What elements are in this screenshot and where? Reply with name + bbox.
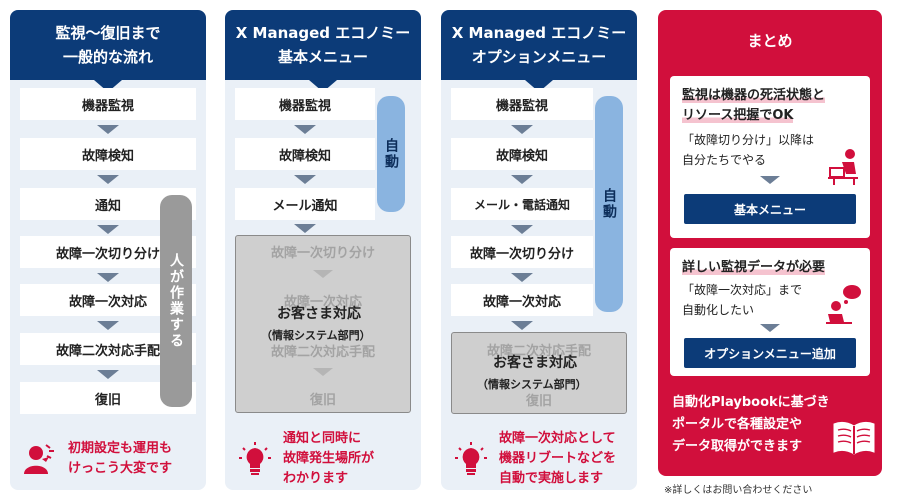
column-title-line1: X Managed エコノミー — [235, 24, 411, 42]
flow-arrow-icon — [511, 175, 533, 184]
lightbulb-icon — [455, 442, 487, 475]
summary-title: まとめ — [747, 31, 793, 50]
ghost-step: 故障一次切り分け — [270, 246, 375, 261]
footer-line: ポータルで各種設定や — [672, 417, 803, 432]
customer-department-label: （情報システム部門） — [477, 378, 587, 391]
card-subtext: 「故障一次対応」まで 自動化したい — [682, 280, 802, 320]
note-line: 自動で実施します — [499, 471, 604, 486]
footer-line: データ取得ができます — [672, 439, 803, 454]
automated-bar: 自動 — [377, 96, 405, 212]
step-email-phone-notification: メール・電話通知 — [451, 188, 593, 220]
flow-arrow-icon — [97, 273, 119, 282]
flow-arrow-icon — [511, 273, 533, 282]
person-at-desk-icon — [828, 149, 858, 185]
summary-footer-text: 自動化Playbookに基づき ポータルで各種設定や データ取得ができます — [672, 392, 830, 458]
step-monitoring: 機器監視 — [20, 88, 196, 120]
step-first-response: 故障一次対応 — [451, 284, 593, 316]
column-title-line2: 一般的な流れ — [62, 48, 153, 66]
customer-response-label: お客さま対応 — [277, 306, 361, 322]
step-isolation: 故障一次切り分け — [451, 236, 593, 268]
customer-response-label: お客さま対応 — [493, 355, 577, 371]
flow-arrow-icon — [97, 370, 119, 379]
footer-line: 自動化Playbookに基づき — [672, 395, 830, 410]
ghost-step: 故障二次対応手配 — [486, 344, 591, 359]
column-header: X Managed エコノミー オプションメニュー — [441, 10, 637, 92]
flow-arrow-icon — [511, 321, 533, 330]
flow-arrow-icon — [97, 225, 119, 234]
add-option-menu-button[interactable]: オプションメニュー追加 — [684, 338, 856, 368]
ghost-step: 故障二次対応手配 — [270, 345, 375, 360]
lightbulb-icon — [239, 442, 271, 475]
note-line: 通知と同時に — [283, 431, 362, 446]
column-option-menu: X Managed エコノミー オプションメニュー 機器監視 故障検知 メール・… — [441, 10, 637, 490]
person-thinking-icon — [826, 285, 861, 324]
note-line: 初期設定も運用も — [68, 441, 173, 456]
step-detection: 故障検知 — [235, 138, 375, 170]
flow-arrow-icon — [511, 225, 533, 234]
card-sub-line: 自分たちでやる — [682, 153, 767, 167]
step-monitoring: 機器監視 — [451, 88, 593, 120]
ghost-arrow-icon — [313, 368, 333, 376]
note-line: 故障発生場所が — [283, 451, 375, 466]
column-summary: まとめ 監視は機器の死活状態と リソース把握でOK 「故障切り分け」以降は 自分… — [658, 10, 882, 476]
step-email-notification: メール通知 — [235, 188, 375, 220]
column-note: 初期設定も運用も けっこう大変です — [10, 428, 206, 490]
ghost-step: 復旧 — [525, 394, 552, 409]
customer-handled-box — [235, 235, 411, 413]
column-basic-menu: X Managed エコノミー 基本メニュー 機器監視 故障検知 メール通知 自… — [225, 10, 421, 490]
note-line: わかります — [283, 471, 349, 486]
customer-handled-box — [451, 332, 627, 414]
summary-card-option: 詳しい監視データが必要 「故障一次対応」まで 自動化したい オプションメニュー追… — [670, 248, 870, 376]
flow-arrow-icon — [760, 176, 780, 184]
ghost-arrow-icon — [313, 270, 333, 278]
footnote: ※詳しくはお問い合わせください — [664, 485, 813, 496]
flow-arrow-icon — [760, 324, 780, 332]
ghost-step: 故障一次対応 — [283, 295, 362, 310]
note-line: 機器リブートなどを — [499, 451, 617, 466]
card-title-line: 監視は機器の死活状態と — [682, 88, 826, 103]
note-line: けっこう大変です — [68, 461, 173, 476]
step-detection: 故障検知 — [451, 138, 593, 170]
human-work-bar: 人が作業する — [160, 195, 192, 407]
card-sub-line: 「故障切り分け」以降は — [682, 133, 815, 147]
column-note: 故障一次対応として 機器リブートなどを 自動で実施します — [441, 428, 637, 490]
note-line: 故障一次対応として — [499, 431, 616, 446]
step-detection: 故障検知 — [20, 138, 196, 170]
flow-arrow-icon — [511, 125, 533, 134]
flow-arrow-icon — [294, 224, 316, 233]
stressed-person-icon — [24, 444, 54, 474]
ghost-step: 復旧 — [309, 393, 336, 408]
column-note: 通知と同時に 故障発生場所が わかります — [225, 428, 421, 490]
column-header: X Managed エコノミー 基本メニュー — [225, 10, 421, 92]
flow-arrow-icon — [97, 125, 119, 134]
card-title-line: 詳しい監視データが必要 — [682, 260, 826, 275]
card-title: 詳しい監視データが必要 — [682, 258, 826, 278]
column-title-line2: オプションメニュー — [471, 48, 607, 66]
step-monitoring: 機器監視 — [235, 88, 375, 120]
column-general-flow: 監視〜復旧まで 一般的な流れ 機器監視 故障検知 通知 故障一次切り分け 故障一… — [10, 10, 206, 490]
card-title-line: リソース把握でOK — [682, 108, 794, 123]
basic-menu-button[interactable]: 基本メニュー — [684, 194, 856, 224]
flow-arrow-icon — [294, 175, 316, 184]
flow-arrow-icon — [294, 125, 316, 134]
column-title-line1: 監視〜復旧まで — [55, 24, 161, 42]
card-title: 監視は機器の死活状態と リソース把握でOK — [682, 86, 826, 126]
open-book-icon — [833, 421, 875, 455]
column-title-line1: X Managed エコノミー — [451, 24, 627, 42]
column-title-line2: 基本メニュー — [277, 48, 368, 66]
summary-card-basic: 監視は機器の死活状態と リソース把握でOK 「故障切り分け」以降は 自分たちでや… — [670, 76, 870, 238]
card-sub-line: 「故障一次対応」まで — [682, 283, 803, 297]
column-header: 監視〜復旧まで 一般的な流れ — [10, 10, 206, 92]
customer-department-label: （情報システム部門） — [261, 329, 371, 342]
automated-bar: 自動 — [595, 96, 623, 312]
card-subtext: 「故障切り分け」以降は 自分たちでやる — [682, 130, 814, 170]
card-sub-line: 自動化したい — [682, 303, 755, 317]
flow-arrow-icon — [97, 175, 119, 184]
flow-arrow-icon — [97, 321, 119, 330]
